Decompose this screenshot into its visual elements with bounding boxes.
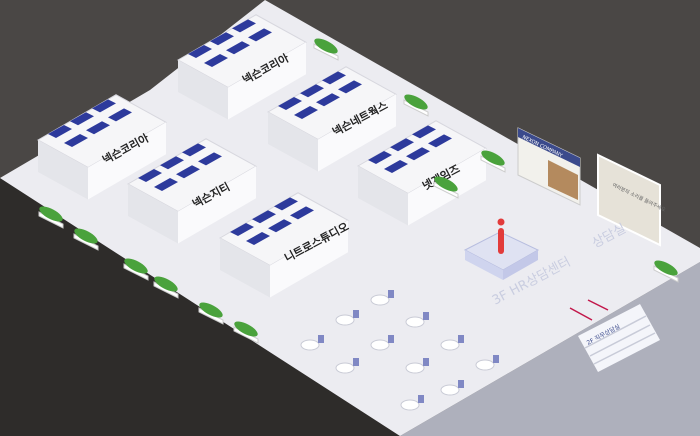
desk-seat <box>232 19 256 33</box>
office-room[interactable]: 니트로스튜디오 <box>218 192 351 298</box>
desk-seat <box>160 156 184 170</box>
desk-seat <box>92 99 116 113</box>
desk-seat <box>384 160 408 173</box>
lounge-chair <box>388 290 394 298</box>
desk-seat <box>154 178 178 191</box>
plant-icon <box>314 38 338 54</box>
info-i-icon <box>498 228 504 254</box>
desk-seat <box>70 112 94 126</box>
desk-seat <box>278 97 302 110</box>
office-room[interactable]: 넥슨코리아 <box>176 14 308 120</box>
lounge-table <box>405 362 425 374</box>
lounge-chair <box>493 355 499 363</box>
desk-seat <box>182 143 206 157</box>
plant-icon <box>481 150 505 166</box>
desk-seat <box>268 219 292 233</box>
lounge-chair <box>458 380 464 388</box>
info-sculpture[interactable] <box>463 218 540 281</box>
desk-seat <box>86 121 110 135</box>
lounge-chair <box>353 310 359 318</box>
plant-icon <box>39 206 63 222</box>
desk-seat <box>246 232 270 245</box>
lounge-table <box>475 359 495 371</box>
plant-icon <box>154 276 178 292</box>
company-board[interactable]: NEXON COMPANY <box>517 127 581 206</box>
lounge-chair <box>418 395 424 403</box>
lounge-table <box>370 294 390 306</box>
desk-seat <box>428 134 452 148</box>
lounge-chair <box>458 335 464 343</box>
lounge-table <box>400 399 420 411</box>
plant-icon <box>404 94 428 110</box>
lounge-chair <box>423 312 429 320</box>
desk-seat <box>316 93 340 107</box>
desk-seat <box>226 41 250 55</box>
desk-seat <box>198 152 222 166</box>
office-room[interactable]: 넥슨네트웍스 <box>266 66 398 172</box>
direction-arrows <box>569 299 609 321</box>
lounge-table <box>335 314 355 326</box>
desk-seat <box>322 71 346 85</box>
desk-seat <box>368 151 392 164</box>
desk-seat <box>248 28 272 42</box>
desk-seat <box>300 84 324 98</box>
desk-seat <box>108 108 132 122</box>
desk-seat <box>412 125 436 139</box>
lounge-chair <box>318 335 324 343</box>
office-room[interactable]: 넥슨지티 <box>126 138 258 244</box>
desk-seat <box>338 80 362 94</box>
lounge-table <box>370 339 390 351</box>
poster-board[interactable]: 여러분의 소리를 들려주세요 <box>597 153 667 247</box>
lounge-table <box>300 339 320 351</box>
lounge-chair <box>388 335 394 343</box>
desk-seat <box>290 206 314 220</box>
plant-icon <box>654 260 678 276</box>
desk-seat <box>48 125 72 138</box>
desk-seat <box>138 169 162 182</box>
desk-seat <box>294 106 318 119</box>
plant-icon <box>199 302 223 318</box>
desk-seat <box>274 197 298 211</box>
plant-icon <box>434 176 458 192</box>
plant-icon <box>234 321 258 337</box>
lounge-chair <box>423 358 429 366</box>
plant-icon <box>74 228 98 244</box>
desk-seat <box>230 223 254 236</box>
plant-icon <box>124 258 148 274</box>
desk-seat <box>64 134 88 147</box>
lounge-table <box>335 362 355 374</box>
desk-seat <box>204 54 228 67</box>
lounge-chair <box>353 358 359 366</box>
desk-seat <box>188 45 212 58</box>
desk-seat <box>210 32 234 46</box>
desk-seat <box>176 165 200 179</box>
office-room[interactable]: 넥슨코리아 <box>36 94 168 200</box>
desk-seat <box>252 210 276 224</box>
desk-seat <box>406 147 430 161</box>
desk-seat <box>390 138 414 152</box>
lounge-table <box>440 339 460 351</box>
lounge-table <box>440 384 460 396</box>
lounge-table <box>405 316 425 328</box>
